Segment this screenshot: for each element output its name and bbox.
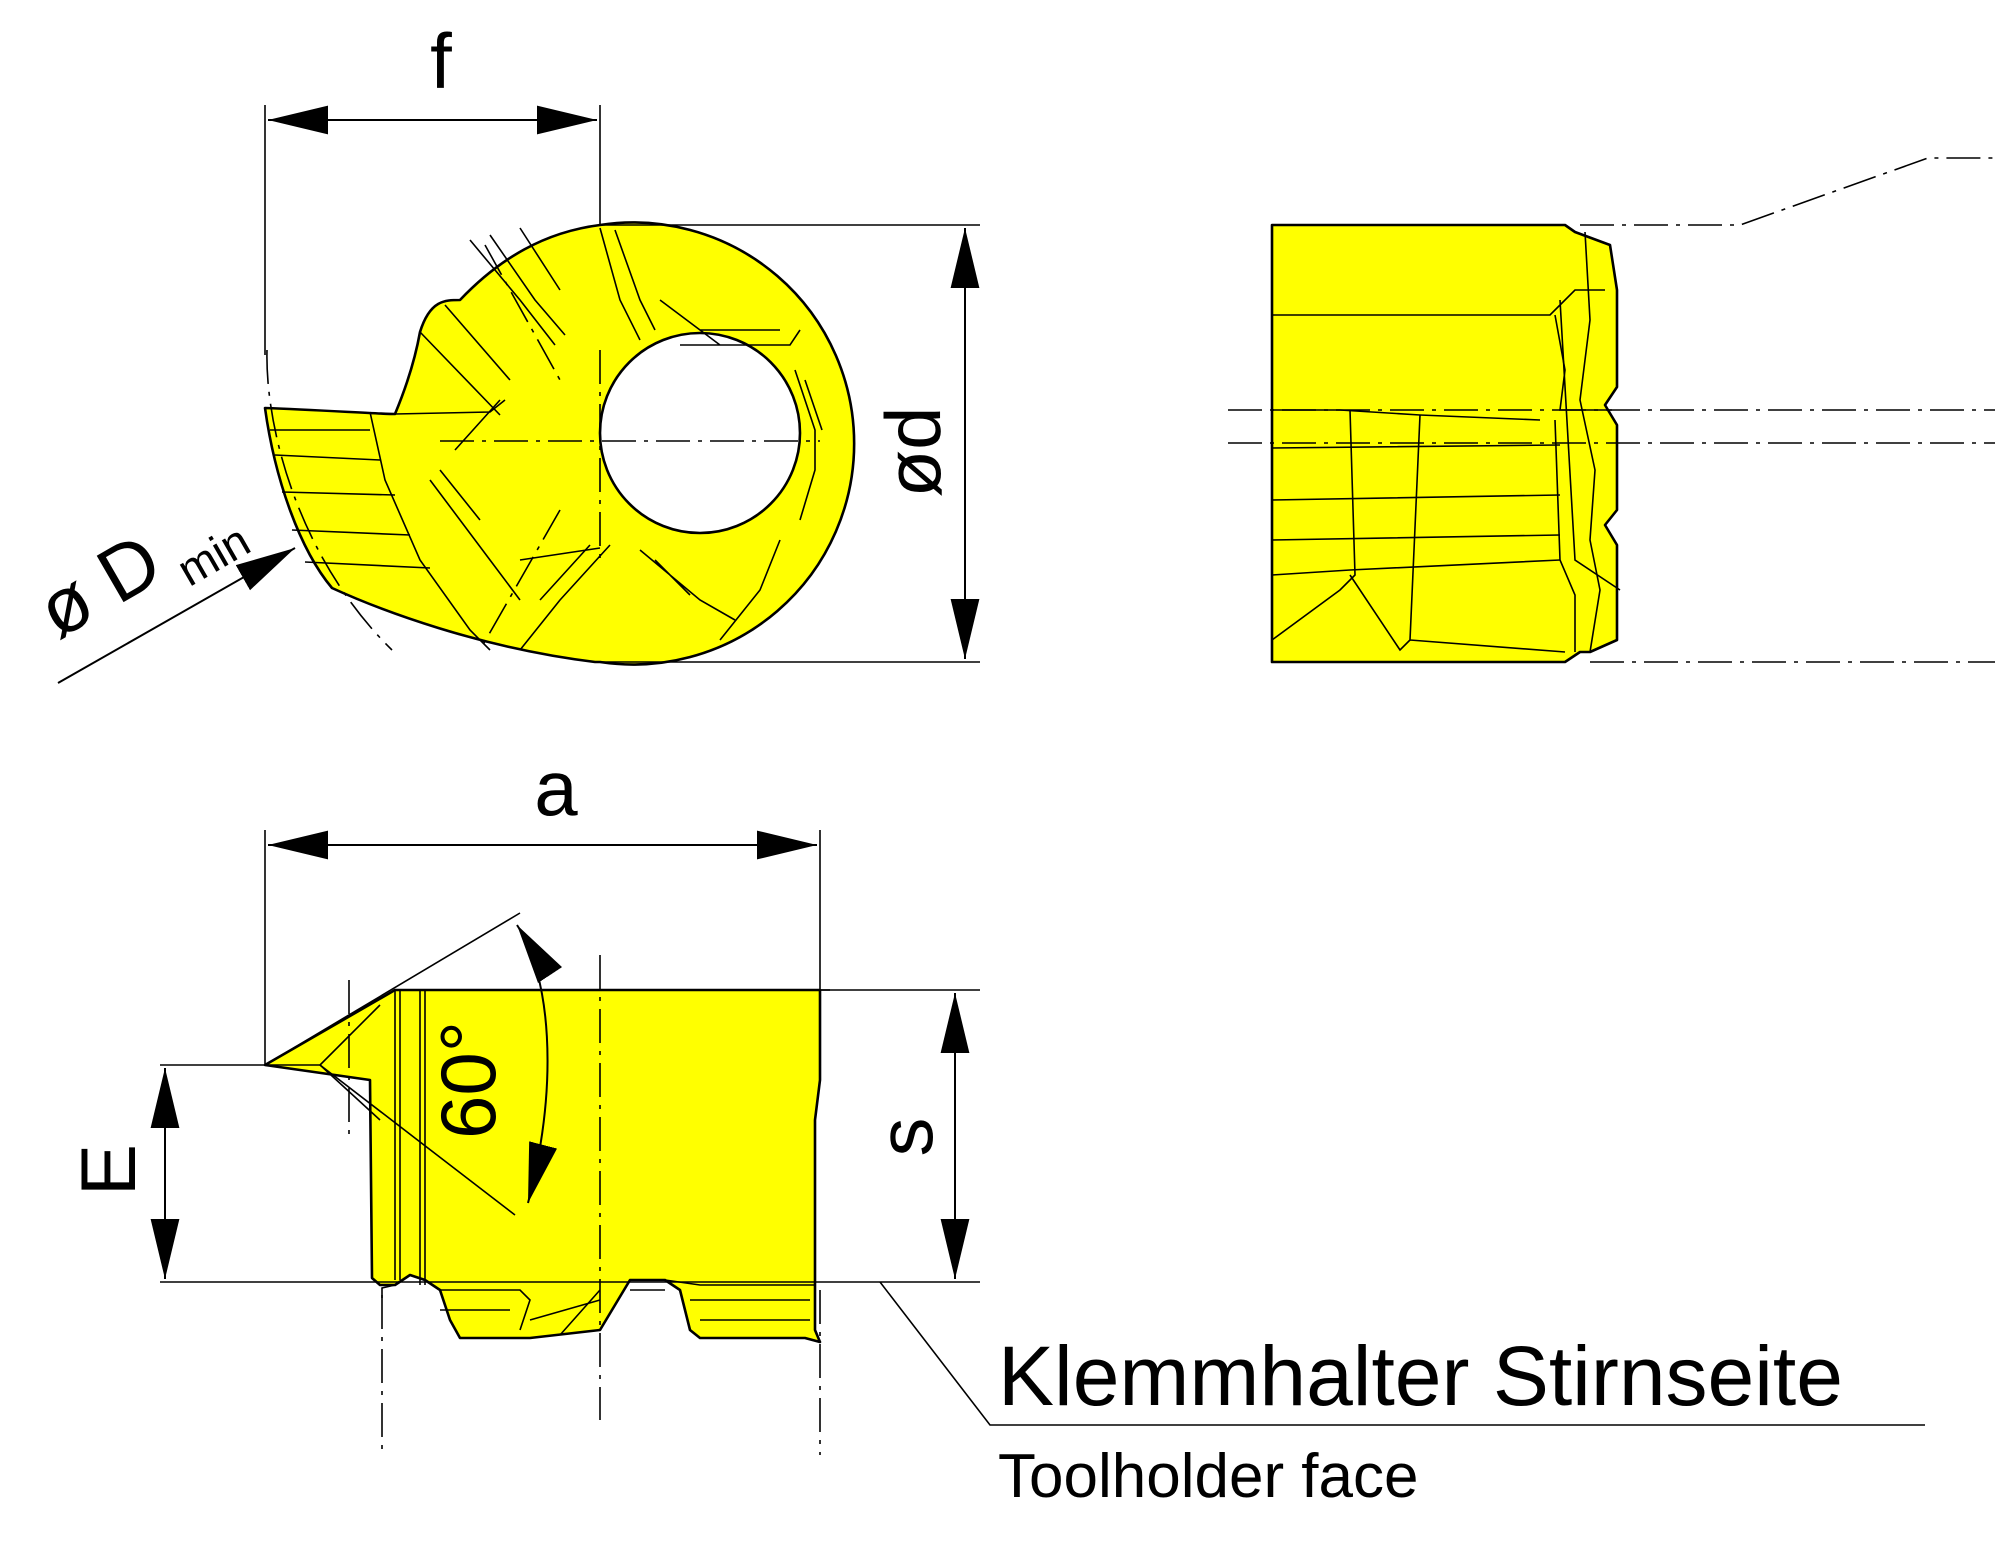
svg-text:ø D: ø D (23, 516, 176, 655)
e-label: E (64, 1144, 152, 1196)
f-label: f (430, 17, 452, 105)
top-view-facets (265, 989, 830, 1336)
angle-construction-line-2 (319, 1064, 516, 1216)
dmin-arc (266, 349, 393, 651)
side-view-holder-phantom (1580, 157, 1995, 226)
face-leader (879, 1281, 1925, 1426)
face-label-en: Toolholder face (998, 1442, 1419, 1511)
top-view-holder-phantom (381, 1284, 396, 1298)
front-view-oblique-centerline-2 (479, 509, 561, 651)
top-view: 60° a s E Klemmhalter Stirnseite Toolhol… (64, 744, 1925, 1511)
face-label-de: Klemmhalter Stirnseite (998, 1329, 1843, 1423)
angle-arc (516, 924, 563, 1204)
front-view: f ød ø D min (23, 17, 980, 684)
side-view-facets (1271, 231, 1621, 653)
side-view (1228, 157, 1995, 664)
a-label: a (534, 744, 578, 832)
angle-construction-line (264, 912, 521, 1066)
dmin-leader (57, 547, 296, 684)
d-label: ød (869, 406, 957, 497)
angle-label: 60° (424, 1021, 512, 1139)
front-view-oblique-centerline-1 (484, 244, 561, 381)
svg-text:min: min (168, 514, 258, 596)
front-view-facets (270, 227, 823, 651)
s-label: s (861, 1118, 949, 1157)
